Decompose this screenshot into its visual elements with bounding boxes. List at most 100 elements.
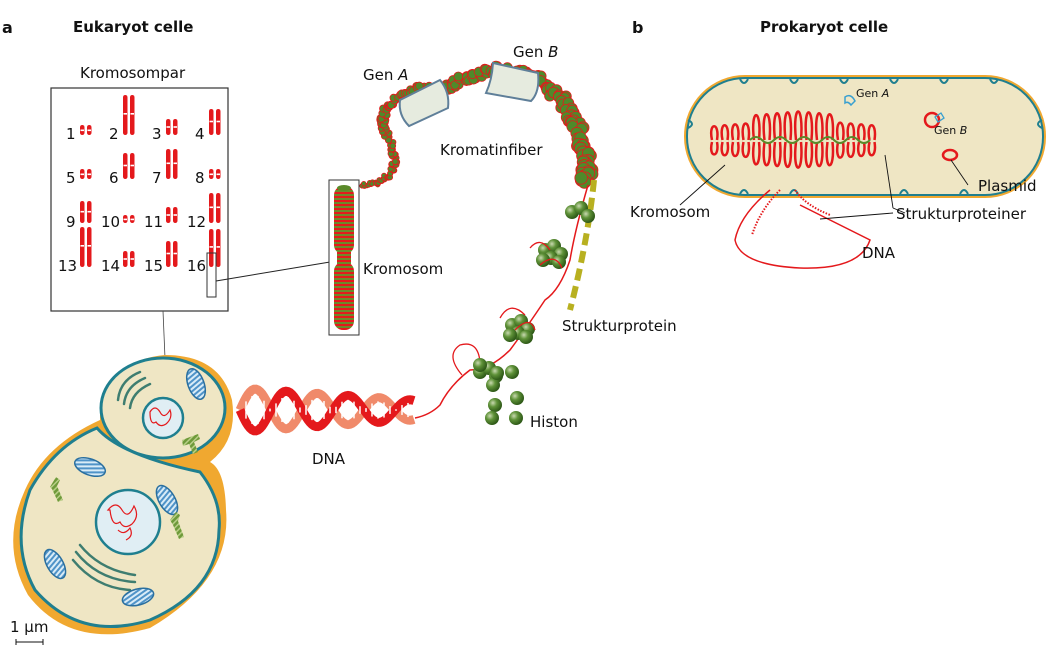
nucleosome-histone (519, 330, 533, 344)
structural-proteins-label: Strukturproteiner (896, 207, 1026, 222)
karyotype-chromosome (123, 251, 128, 267)
dna-label-eukaryote: DNA (312, 452, 345, 467)
chromosome-number: 16 (187, 259, 206, 274)
gene-a-label: Gen A (363, 68, 408, 83)
chromosome-number: 14 (101, 259, 120, 274)
connector-line-karyotype (216, 262, 330, 281)
prok-gene-a-label: Gen A (856, 88, 889, 99)
structural-protein-strand (570, 180, 594, 310)
histone (510, 391, 524, 405)
karyotype-chromosome (130, 153, 135, 179)
plasmid-label: Plasmid (978, 179, 1037, 194)
panel-a-title: Eukaryot celle (73, 20, 193, 35)
gene-b-label: Gen B (513, 45, 558, 60)
mother-nucleus (96, 490, 160, 554)
panel-a-letter: a (2, 20, 13, 36)
prok-gene-a-prefix: Gen (856, 87, 882, 100)
karyotype-chromosome (209, 109, 214, 135)
karyotype-chromosome (80, 169, 85, 179)
chromatin-bead (390, 143, 396, 149)
histone (488, 398, 502, 412)
bud-nucleus (143, 398, 183, 438)
chromosome-number: 4 (195, 127, 205, 142)
karyotype-chromosome (166, 119, 171, 135)
histone (485, 411, 499, 425)
panel-b-title: Prokaryot celle (760, 20, 888, 35)
panel-b-letter: b (632, 20, 643, 36)
prok-gene-b-label: Gen B (934, 125, 967, 136)
nucleosome-histone (581, 209, 595, 223)
chromosome-number: 7 (152, 171, 162, 186)
karyotype-box (51, 88, 228, 311)
karyotype-chromosome (216, 193, 221, 223)
karyotype-chromosome (130, 251, 135, 267)
gene-a-letter: A (398, 66, 408, 84)
prok-chromosome-label: Kromosom (630, 205, 710, 220)
karyotype-chromosome (130, 215, 135, 223)
histone-spheres (473, 358, 524, 425)
karyotype-chromosome (123, 95, 128, 135)
karyotype-chromosome (173, 149, 178, 179)
histone-label: Histon (530, 415, 578, 430)
chromosome-number: 11 (144, 215, 163, 230)
karyotype-chromosome (209, 169, 214, 179)
chromatin-fiber-label: Kromatinfiber (440, 143, 543, 158)
gene-b-letter: B (548, 43, 558, 61)
karyotype-chromosome (123, 215, 128, 223)
karyotype-chromosome (80, 227, 85, 267)
scale-bar-label: 1 µm (10, 620, 48, 635)
chromosome-number: 6 (109, 171, 119, 186)
gene-a-prefix: Gen (363, 66, 398, 84)
histone (473, 358, 487, 372)
karyotype-chromosome (166, 149, 171, 179)
gene-b-prefix: Gen (513, 43, 548, 61)
chromosome-number: 9 (66, 215, 76, 230)
prok-gene-a-letter: A (882, 87, 890, 100)
karyotype-chromosome (173, 207, 178, 223)
karyotype-chromosome (87, 125, 92, 135)
chromosome-large (329, 180, 359, 335)
eukaryotic-cell-group (13, 355, 233, 634)
karyotype-chromosome (87, 169, 92, 179)
histone (486, 378, 500, 392)
karyotype-chromosome (87, 227, 92, 267)
karyotype-chromosome (173, 241, 178, 267)
karyotype-chromosome (87, 201, 92, 223)
prokaryotic-cell (680, 75, 1046, 268)
karyotype-chromosome (130, 95, 135, 135)
nucleosome-histone (503, 328, 517, 342)
chromosome-number: 13 (58, 259, 77, 274)
karyotype-chromosome (173, 119, 178, 135)
karyotype-chromosome (80, 201, 85, 223)
chromosome-label: Kromosom (363, 262, 443, 277)
chromosome-number: 10 (101, 215, 120, 230)
chromosome-number: 8 (195, 171, 205, 186)
scale-bar (16, 639, 43, 645)
chromatin-bead (575, 172, 588, 185)
karyotype-title: Kromosompar (80, 66, 185, 81)
karyotype-chromosome (166, 241, 171, 267)
karyotype-chromosome (209, 229, 214, 267)
dna-double-helix (240, 389, 414, 431)
histone (509, 411, 523, 425)
histone (505, 365, 519, 379)
prok-gene-b-prefix: Gen (934, 124, 960, 137)
karyotype-chromosome (80, 125, 85, 135)
prok-gene-b-letter: B (960, 124, 968, 137)
karyotype-chromosome (216, 109, 221, 135)
karyotype-chromosome (123, 153, 128, 179)
chromosome-number: 1 (66, 127, 76, 142)
chromosome-number: 12 (187, 215, 206, 230)
karyotype-chromosome (166, 207, 171, 223)
histone (490, 366, 504, 380)
dna-label-prokaryote: DNA (862, 246, 895, 261)
chromatin-bead (362, 181, 367, 186)
dna-thread (415, 185, 588, 418)
karyotype-chromosome (216, 229, 221, 267)
gene-a-segment (400, 80, 449, 126)
chromatin-bead (454, 72, 463, 81)
chromosome-number: 5 (66, 171, 76, 186)
structural-protein-label: Strukturprotein (562, 319, 677, 334)
chromosome-number: 15 (144, 259, 163, 274)
